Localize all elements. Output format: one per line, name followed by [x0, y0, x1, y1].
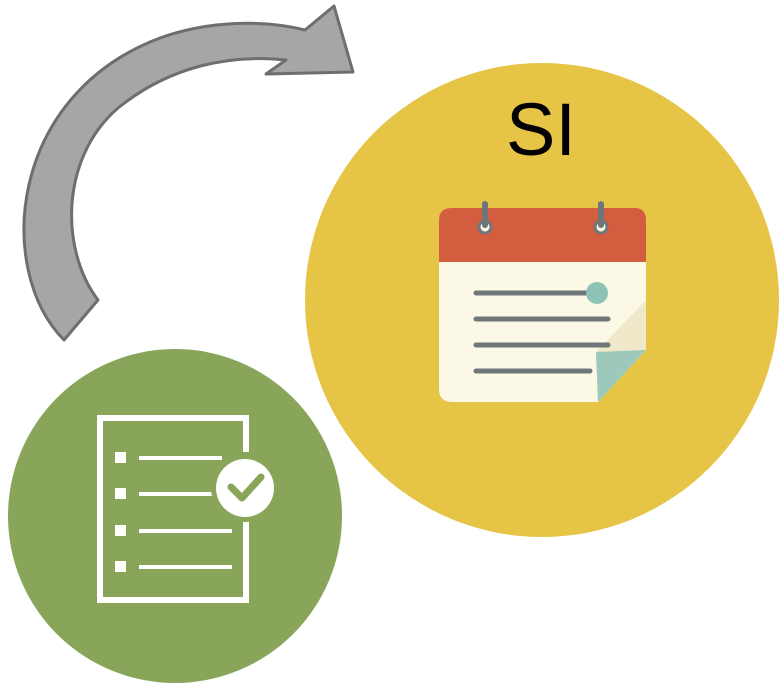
- curved-arrow-icon: [22, 4, 355, 342]
- checklist-bullet-4: [115, 561, 126, 572]
- yes-node: SI: [305, 63, 779, 537]
- check-circle-icon: [211, 454, 279, 522]
- calendar-dot: [586, 282, 608, 304]
- calendar-fold: [596, 350, 646, 402]
- calendar-pin-right: [598, 201, 604, 228]
- checklist-bullet-1: [115, 452, 126, 463]
- green-circle: [8, 349, 342, 683]
- checklist-bullet-2: [115, 488, 126, 499]
- checklist-document: [97, 415, 249, 603]
- checklist-node: [8, 349, 342, 683]
- checklist-icon: [97, 415, 279, 603]
- calendar-note-icon: [439, 201, 646, 402]
- yes-label: SI: [506, 88, 576, 171]
- calendar-header: [439, 208, 646, 262]
- calendar-pin-left: [482, 201, 488, 228]
- checklist-bullet-3: [115, 525, 126, 536]
